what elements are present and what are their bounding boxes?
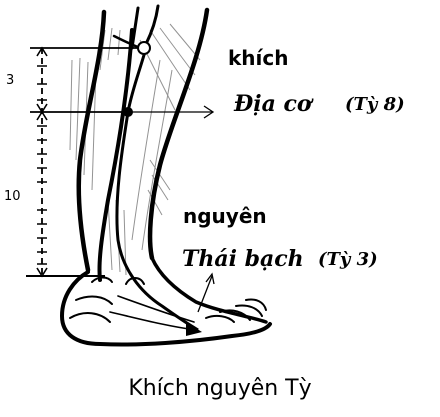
meridian-arrowhead — [186, 322, 202, 336]
scale-label-lower: 10 — [4, 190, 21, 203]
point-code-ty3: (Tỳ 3) — [318, 251, 378, 269]
acupoint-dia-co-marker — [123, 107, 133, 117]
point-type-label-nguyen: nguyên — [183, 206, 267, 226]
acupoint-knee-marker — [138, 42, 150, 54]
point-name-thai-bach: Thái bạch — [182, 248, 304, 270]
point-code-ty8: (Tỳ 8) — [345, 96, 405, 114]
point-name-dia-co: Địa cơ — [234, 93, 312, 115]
leg-shading — [70, 24, 200, 275]
scale-label-upper: 3 — [6, 74, 14, 87]
point-type-label-khich: khích — [228, 48, 289, 68]
diagram-caption: Khích nguyên Tỳ — [0, 378, 440, 400]
